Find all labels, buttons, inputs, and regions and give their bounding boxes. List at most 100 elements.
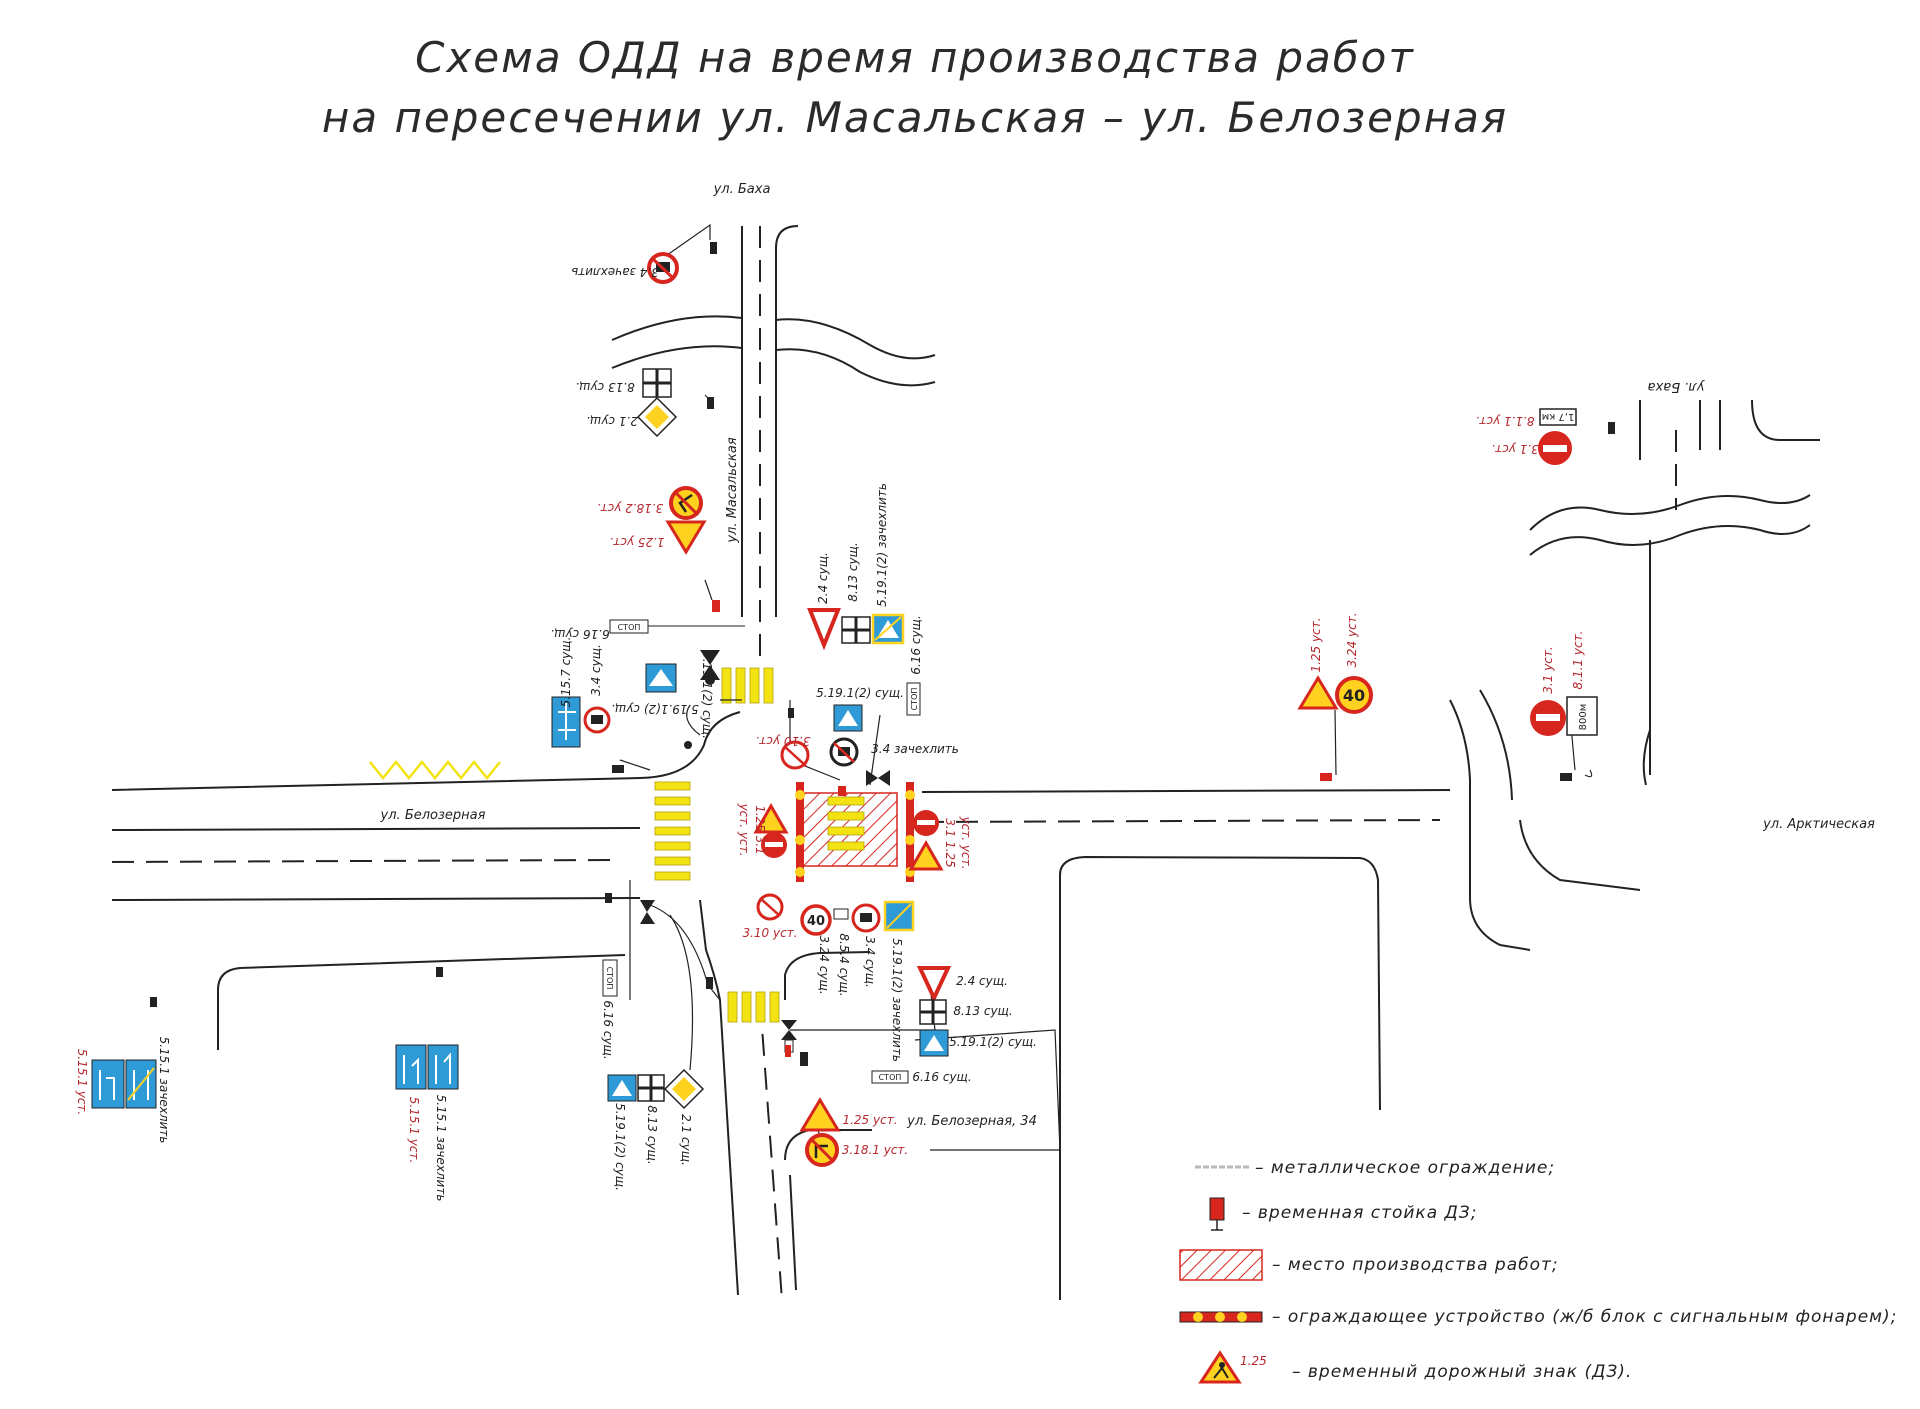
street-belozernaya: ул. Белозерная	[380, 808, 486, 823]
sign-5-15-1-mid	[395, 967, 459, 1090]
svg-text:5.19.1(2) сущ.: 5.19.1(2) сущ.	[611, 702, 699, 716]
svg-text:5.19.1(2) зачехлить: 5.19.1(2) зачехлить	[890, 938, 904, 1062]
crosswalk-west	[654, 781, 691, 881]
street-arkticheskaya: ул. Арктическая	[1762, 817, 1875, 832]
arkt-north-edge	[921, 789, 1451, 793]
sign-3-1-right	[913, 810, 939, 836]
sign-8-13-south	[919, 999, 947, 1025]
sign-3-24-east: 40	[1335, 676, 1373, 714]
sign-3-10-north	[780, 740, 810, 770]
svg-text:6.16 сущ.: 6.16 сущ.	[912, 1070, 971, 1084]
sign-5-19-1-north	[788, 704, 863, 732]
svg-text:3.24 сущ.: 3.24 сущ.	[817, 935, 831, 994]
sign-5-19-1-south	[919, 1029, 949, 1057]
sign-2-4-south	[916, 966, 952, 1003]
sign-5-19-1-south-covered	[883, 900, 915, 932]
svg-text:5.19.1(2) сущ.: 5.19.1(2) сущ.	[700, 651, 714, 739]
svg-text:8.1.1 уст.: 8.1.1 уст.	[1476, 414, 1535, 428]
crosswalk-work	[827, 796, 865, 851]
svg-text:5.15.1 уст.: 5.15.1 уст.	[75, 1049, 89, 1116]
legend-item-barrier: – ограждающее устройство (ж/б блок с сиг…	[1179, 1307, 1897, 1327]
sign-6-16-nw	[609, 619, 745, 634]
sign-3-4-south	[851, 903, 881, 933]
street-baha-top: ул. Баха	[713, 182, 771, 197]
barrier-icon	[1179, 1311, 1263, 1323]
svg-text:8.13 сущ.: 8.13 сущ.	[645, 1105, 659, 1164]
sign-8-13-top	[642, 368, 672, 398]
road-network	[111, 225, 1820, 1301]
belozernaya-west-south-edge	[111, 897, 641, 901]
sign-2-1-sw	[663, 1068, 705, 1110]
crosswalk-north	[721, 667, 774, 704]
svg-text:1.25 уст.: 1.25 уст.	[842, 1113, 897, 1127]
crosswalk-south	[727, 991, 780, 1023]
svg-text:5.19.1(2) сущ.: 5.19.1(2) сущ.	[949, 1035, 1037, 1049]
traffic-light-south	[706, 977, 808, 1066]
sign-5-19-1-north-covered	[871, 613, 905, 645]
svg-text:3.18.1 уст.: 3.18.1 уст.	[842, 1143, 909, 1157]
stop-text-s: СТОП	[879, 1073, 902, 1082]
sign-5-15-7	[551, 696, 581, 748]
svg-text:3.4 зачехлить: 3.4 зачехлить	[871, 742, 959, 756]
svg-text:1.25 уст.: 1.25 уст.	[1309, 617, 1323, 672]
svg-text:1.25 уст.: 1.25 уст.	[609, 535, 664, 549]
svg-text:3.10 уст.: 3.10 уст.	[755, 734, 810, 748]
sign-3-4-north-covered	[829, 737, 890, 796]
svg-text:1.25: 1.25	[1240, 1354, 1267, 1368]
svg-text:2.4 сущ.: 2.4 сущ.	[816, 552, 830, 604]
sign-3-1-ne	[1538, 422, 1615, 465]
svg-text:5.15.7 сущ.: 5.15.7 сущ.	[559, 637, 573, 708]
sign-5-15-1-left	[91, 997, 157, 1109]
sign-2-4-north	[807, 608, 841, 651]
svg-text:8.1.1 уст.: 8.1.1 уст.	[1571, 631, 1585, 690]
svg-text:8.13 сущ.: 8.13 сущ.	[575, 380, 634, 394]
belozernaya-west-centerline	[111, 859, 611, 863]
stop-text-nw: СТОП	[618, 623, 641, 632]
traffic-light-sw	[605, 893, 655, 924]
fence-zigzag	[369, 760, 501, 780]
diagram-title: Схема ОДД на время производства работ на…	[0, 28, 1830, 148]
legend-item-work-area: – место производства работ;	[1179, 1249, 1558, 1281]
svg-text:2.1 сущ.: 2.1 сущ.	[679, 1114, 693, 1166]
sign-5-19-1-nw	[645, 663, 677, 693]
arkt-centerline	[921, 819, 1441, 823]
svg-text:3.24 уст.: 3.24 уст.	[1345, 612, 1359, 667]
masalskaya-north-east-edge	[775, 225, 799, 617]
sign-1-25-top	[665, 520, 720, 612]
svg-text:8.13 сущ.: 8.13 сущ.	[953, 1004, 1012, 1018]
sign-3-18-2-top	[669, 486, 703, 520]
svg-text:3.18.2 уст.: 3.18.2 уст.	[597, 501, 664, 515]
sign-6-16-north	[906, 682, 921, 716]
svg-text:3.4 сущ.: 3.4 сущ.	[863, 936, 877, 988]
sign-3-24-south: 40	[800, 904, 832, 936]
svg-text:800м: 800м	[1578, 704, 1589, 731]
sign-3-10-south	[756, 893, 784, 921]
svg-text:3.1 уст.: 3.1 уст.	[1491, 442, 1538, 456]
svg-text:1.25 3.1: 1.25 3.1	[753, 805, 767, 855]
svg-text:5.15.1 зачехлить: 5.15.1 зачехлить	[157, 1037, 171, 1144]
street-masalskaya: ул. Масальская	[725, 437, 740, 544]
sign-3-4-top	[647, 242, 717, 284]
svg-text:– временная стойка ДЗ;: – временная стойка ДЗ;	[1242, 1203, 1477, 1223]
sign-6-16-south	[871, 1070, 909, 1084]
svg-text:3.4 сущ.: 3.4 сущ.	[589, 644, 603, 696]
svg-text:5.15.1 зачехлить: 5.15.1 зачехлить	[434, 1095, 448, 1202]
title-line-1: Схема ОДД на время производства работ	[415, 33, 1415, 82]
temp-post-icon	[1209, 1197, 1225, 1231]
sign-3-1-left	[761, 832, 787, 858]
sign-8-1-1-east: 800м	[1566, 696, 1598, 736]
svg-text:уст. уст.: уст. уст.	[737, 803, 751, 857]
sign-3-1-east	[1530, 700, 1572, 781]
legend-item-metal-fence: – металлическое ограждение;	[1195, 1158, 1554, 1178]
legend-item-temp-post: – временная стойка ДЗ;	[1209, 1197, 1477, 1231]
svg-text:1,7 км: 1,7 км	[1542, 411, 1575, 422]
svg-text:6.16 сущ.: 6.16 сущ.	[550, 627, 609, 641]
street-belozernaya-34: ул. Белозерная, 34	[906, 1114, 1037, 1129]
sign-8-1-1-ne: 1,7 км	[1539, 408, 1577, 426]
sign-3-4-nw	[583, 706, 692, 773]
svg-text:– ограждающее устройство (ж/б: – ограждающее устройство (ж/б блок с сиг…	[1272, 1307, 1897, 1327]
svg-text:уст. уст.: уст. уст.	[959, 816, 973, 870]
svg-text:2.1 сущ.: 2.1 сущ.	[586, 414, 638, 428]
sign-1-25-right	[908, 839, 944, 871]
